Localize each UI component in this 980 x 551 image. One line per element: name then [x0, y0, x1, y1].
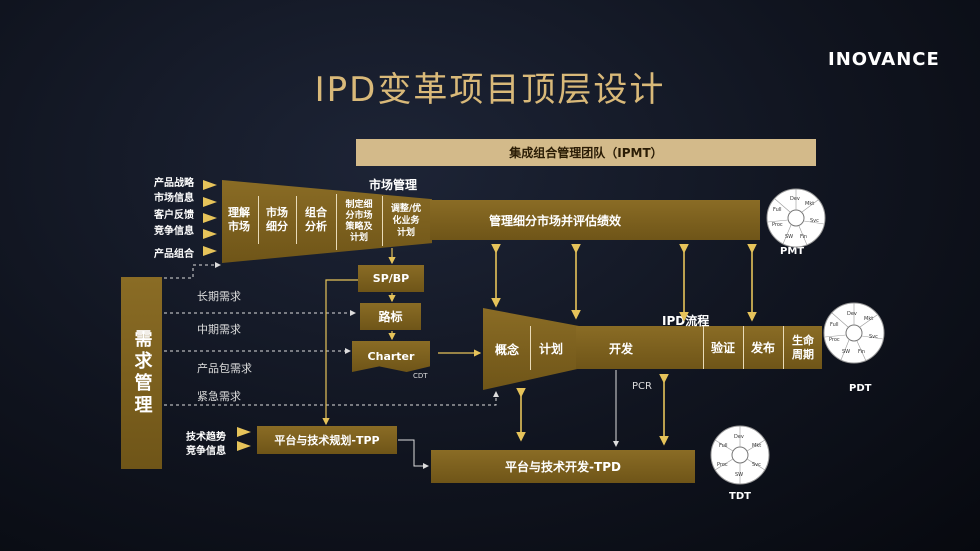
wheel-segment: Proc: [717, 462, 728, 468]
tpp-input: 技术趋势: [186, 432, 226, 443]
wheel-segment: Proc: [829, 337, 840, 343]
market-bar-label: 管理细分市场并评估绩效: [488, 213, 621, 228]
market-step: 制定细 分市场 策略及 计划: [336, 194, 381, 250]
market-step: 组合 分析: [296, 196, 335, 244]
wheel-segment: Full: [719, 443, 728, 449]
pcr-label: PCR: [632, 381, 652, 392]
ipmt-bar: 集成组合管理团队（IPMT）: [356, 139, 816, 166]
wheel-segment: Fin: [858, 349, 865, 355]
ipd-step-develop: 开发: [608, 342, 633, 356]
wheel-segment: Full: [773, 207, 782, 213]
wheel-segment: Mkt: [805, 201, 814, 207]
pmt-wheel-icon: Dev Mkt Svc Fin SW Proc Full: [766, 188, 826, 248]
market-bar: [430, 200, 760, 240]
wheel-segment: SW: [785, 234, 793, 240]
demand-management-box: 需求管理: [121, 277, 162, 469]
wheel-segment: Dev: [790, 196, 800, 202]
market-heading: 市场管理: [369, 178, 418, 192]
tpd-box: 平台与技术开发-TPD: [431, 450, 695, 483]
wheel-segment: Mkt: [752, 443, 761, 449]
brand-logo: INOVANCE: [828, 49, 940, 70]
sp-bp-box: SP/BP: [358, 265, 424, 292]
demand-flow-package: 产品包需求: [197, 362, 252, 375]
roadmap-box: 路标: [360, 303, 421, 330]
cdt-label: CDT: [413, 372, 428, 380]
wheel-segment: Fin: [800, 234, 807, 240]
wheel-segment: Full: [830, 322, 839, 328]
wheel-segment: SW: [842, 349, 850, 355]
market-input: 客户反馈: [154, 210, 194, 221]
market-step: 市场 细分: [258, 196, 295, 244]
page-title: IPD变革项目顶层设计: [314, 70, 666, 110]
market-input: 竞争信息: [154, 226, 194, 237]
wheel-segment: Svc: [869, 334, 878, 340]
ipd-step-concept: 概念: [494, 342, 519, 357]
wheel-segment: Mkt: [864, 316, 873, 322]
wheel-segment: Dev: [734, 434, 744, 440]
ipd-bar: [576, 326, 822, 369]
market-input: 产品组合: [154, 249, 194, 260]
ipd-step-plan: 计划: [530, 326, 571, 370]
team-label-pdt: PDT: [849, 383, 872, 394]
demand-flow-mid: 中期需求: [197, 323, 241, 336]
market-input: 市场信息: [154, 193, 194, 204]
tpp-box: 平台与技术规划-TPP: [257, 426, 397, 454]
wheel-segment: Proc: [772, 222, 783, 228]
wheel-segment: Dev: [847, 311, 857, 317]
market-input: 产品战略: [154, 178, 194, 189]
tpp-input: 竞争信息: [186, 446, 226, 457]
pdt-wheel-icon: Dev Mkt Svc Fin SW Proc Full: [823, 302, 885, 364]
wheel-segment: Svc: [752, 462, 761, 468]
ipd-step-release: 发布: [743, 326, 782, 369]
tdt-wheel-icon: Dev Mkt Svc SW Proc Full: [710, 425, 770, 485]
ipd-step-verify: 验证: [703, 326, 742, 369]
wheel-segment: Svc: [810, 218, 819, 224]
charter-box: Charter: [352, 341, 430, 372]
market-step: 调整/优 化业务 计划: [382, 196, 429, 246]
team-label-tdt: TDT: [729, 491, 751, 502]
ipd-step-lifecycle: 生命 周期: [783, 326, 822, 369]
demand-flow-urgent: 紧急需求: [197, 390, 241, 403]
wheel-segment: SW: [735, 472, 743, 478]
demand-flow-long: 长期需求: [197, 290, 241, 303]
team-label-pmt: PMT: [780, 246, 805, 257]
market-step: 理解 市场: [228, 206, 250, 233]
